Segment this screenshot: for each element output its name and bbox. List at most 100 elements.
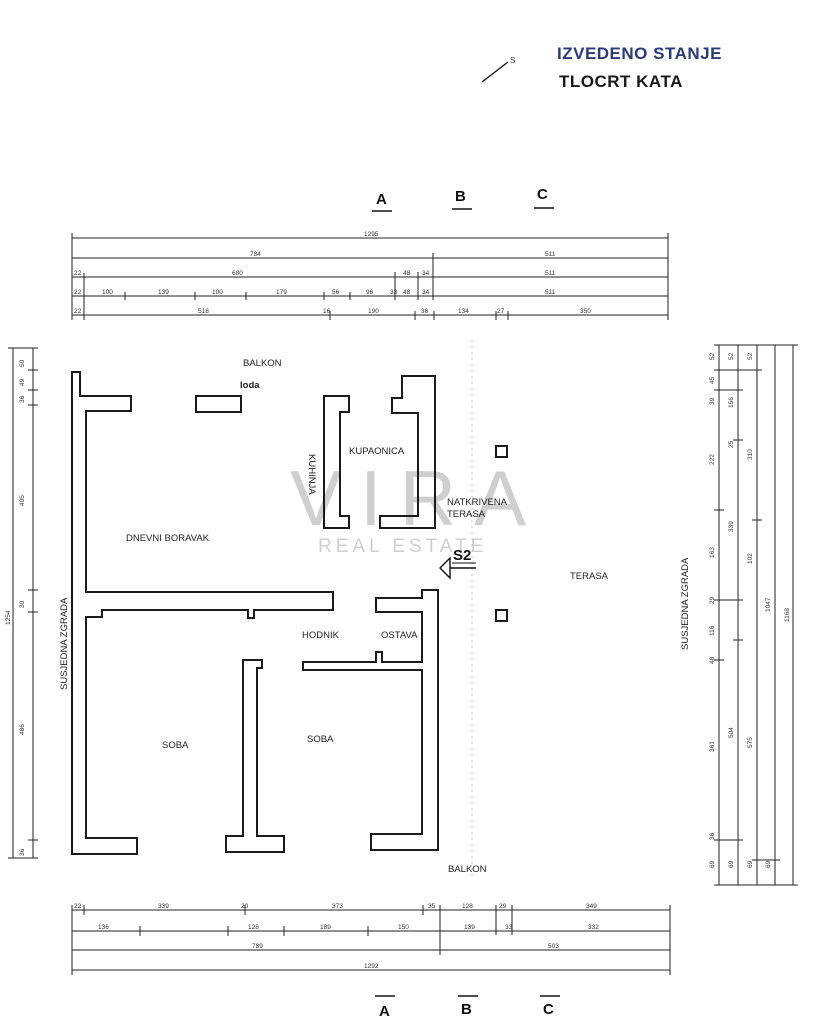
dim-top-r4-b: 100 (102, 289, 113, 296)
dim-left-b: 49 (19, 378, 26, 386)
dim-top-r5-b: 518 (198, 308, 209, 315)
dim-right-10: 339 (728, 521, 735, 532)
column-2 (495, 609, 508, 622)
dim-left-f: 486 (19, 724, 26, 735)
room-label-balkon-top: BALKON (243, 358, 282, 369)
dim-top-r4-i: 48 (403, 289, 411, 296)
wall-storage (302, 589, 439, 851)
dim-top-r5-g: 27 (497, 308, 505, 315)
dim-right-5: 39 (709, 397, 716, 405)
room-label-loda: loda (240, 380, 260, 391)
section-marks-top: A B C (372, 186, 554, 212)
dim-top-r4-k: 511 (545, 289, 556, 296)
dim-left-total: 1254 (5, 610, 12, 625)
dim-bot-r1-c: 20 (241, 903, 249, 910)
dim-left-g: 36 (19, 848, 26, 856)
dim-top-r3-a: 22 (74, 270, 82, 277)
room-label-ostava: OSTAVA (381, 630, 418, 641)
section-mark-a-top: A (376, 191, 387, 208)
wall-bedroom-middle (225, 659, 285, 853)
dim-top-r4-g: 96 (366, 289, 374, 296)
dim-bot-r2-b: 128 (248, 924, 259, 931)
dim-bot-r2-a: 136 (98, 924, 109, 931)
dim-right-3: 52 (728, 352, 735, 360)
north-arrow-icon: S (481, 56, 515, 83)
dim-bot-r1-g: 29 (499, 903, 507, 910)
section-mark-a-bottom: A (379, 1003, 390, 1020)
room-label-natkrivena: NATKRIVENA (447, 497, 508, 508)
dim-bot-r2-c: 189 (320, 924, 331, 931)
dim-top-r3-c: 48 (403, 270, 411, 277)
dim-right-18: 504 (728, 727, 735, 738)
dim-top-r4-a: 22 (74, 289, 82, 296)
room-label-dnevni-boravak: DNEVNI BORAVAK (126, 533, 210, 544)
room-label-terasa: TERASA (570, 571, 609, 582)
label-susjedna-zgrada-right: SUSJEDNA ZGRADA (680, 557, 691, 650)
dim-top-r4-f: 56 (332, 289, 340, 296)
dim-bot-r3-a: 789 (252, 943, 263, 950)
dim-top-r4-h: 33 (390, 289, 398, 296)
dim-top-r5-h: 350 (580, 308, 591, 315)
dimensions-left: 50 49 36 405 30 486 36 1254 (5, 347, 38, 859)
dimensions-right: 52 45 52 52 39 156 222 25 310 339 163 10… (709, 344, 798, 886)
dim-top-r5-f: 134 (458, 308, 469, 315)
dim-bot-r1-e: 35 (428, 903, 436, 910)
dim-right-6: 156 (728, 397, 735, 408)
dim-right-22: 69 (709, 860, 716, 868)
dimensions-top: 1295 784 511 22 680 48 34 511 22 100 139… (71, 231, 669, 320)
dim-right-4: 52 (747, 352, 754, 360)
dim-right-17: 48 (709, 656, 716, 664)
drawing-title: IZVEDENO STANJE (557, 44, 722, 63)
dim-bot-r2-e: 139 (464, 924, 475, 931)
dim-bot-r3-b: 503 (548, 943, 559, 950)
walls (71, 371, 508, 855)
section-mark-c-bottom: C (543, 1001, 554, 1018)
section-mark-c-top: C (537, 186, 548, 203)
dim-bot-r2-g: 332 (588, 924, 599, 931)
drawing-subtitle: TLOCRT KATA (559, 72, 683, 91)
dim-top-r4-d: 100 (212, 289, 223, 296)
dim-left-a: 50 (19, 359, 26, 367)
dim-right-21: 36 (709, 832, 716, 840)
dim-right-2: 45 (709, 376, 716, 384)
dim-right-25: 69 (765, 860, 772, 868)
dim-right-12: 102 (747, 553, 754, 564)
dim-left-c: 36 (19, 395, 26, 403)
dim-right-8: 25 (728, 440, 735, 448)
dim-top-r3-b: 680 (232, 270, 243, 277)
section-cut-label: S2 (453, 547, 471, 564)
dim-left-e: 30 (19, 600, 26, 608)
room-label-balkon-bottom: BALKON (448, 864, 487, 875)
dim-bot-r2-f: 33 (505, 924, 513, 931)
dim-top-r5-e: 36 (421, 308, 429, 315)
dim-right-16: 1168 (784, 608, 791, 622)
watermark-sub: REAL ESTATE (318, 536, 487, 557)
label-susjedna-zgrada-left: SUSJEDNA ZGRADA (59, 597, 70, 690)
dim-right-14: 116 (709, 625, 716, 636)
section-marks-bottom: A B C (375, 995, 560, 1020)
dim-top-r4-c: 139 (158, 289, 169, 296)
dim-left-d: 405 (19, 495, 26, 506)
dim-top-r5-a: 22 (74, 308, 82, 315)
dim-bot-total: 1292 (364, 963, 379, 970)
dim-right-13: 29 (709, 596, 716, 604)
dim-right-11: 163 (709, 547, 716, 558)
dim-top-r5-d: 190 (368, 308, 379, 315)
dim-bot-r1-f: 128 (462, 903, 473, 910)
section-mark-b-top: B (455, 188, 466, 205)
dim-right-23: 69 (728, 860, 735, 868)
room-label-kupaonica: KUPAONICA (349, 446, 405, 457)
room-label-soba-2: SOBA (307, 734, 334, 745)
dim-bot-r1-b: 339 (158, 903, 169, 910)
wall-left-outer (71, 371, 334, 855)
dim-bot-r1-d: 373 (332, 903, 343, 910)
wall-kitchen (323, 395, 350, 529)
north-label: S (510, 56, 515, 65)
dim-right-1: 52 (709, 352, 716, 360)
dim-top-r3-d: 34 (422, 270, 430, 277)
room-label-natkrivena-terasa: TERASA (447, 509, 486, 520)
wall-bathroom (379, 375, 436, 529)
dim-right-7: 222 (709, 454, 716, 465)
dim-top-r3-e: 511 (545, 270, 556, 277)
